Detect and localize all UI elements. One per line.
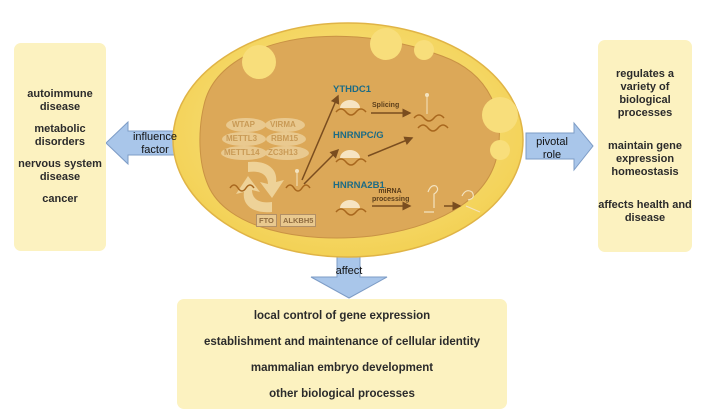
writer-mettl14: METTL14: [224, 148, 260, 157]
rna-strand: [229, 184, 255, 192]
role-item: regulates a variety of biological proces…: [615, 67, 675, 119]
effect-item: local control of gene expression: [253, 310, 431, 322]
factor-item: nervous system disease: [18, 158, 102, 183]
writer-rbm15: RBM15: [271, 134, 299, 143]
factor-item: metabolic disorders: [34, 123, 86, 148]
pivotal-role-label: pivotal role: [536, 136, 568, 161]
role-item: affects health and disease: [598, 198, 692, 224]
eraser-fto: FTO: [256, 214, 277, 227]
influence-factor-label: influence factor: [132, 131, 178, 156]
process-mirna: miRNA processing: [372, 188, 410, 203]
eraser-alkbh5: ALKBH5: [280, 214, 317, 227]
writer-mettl3: METTL3: [226, 134, 258, 143]
reader-hnrna2b1: HNRNA2B1: [333, 180, 385, 191]
pivotal-role-panel: regulates a variety of biological proces…: [598, 40, 692, 252]
path-to-ythdc1: [301, 94, 340, 181]
factor-item: cancer: [42, 193, 78, 205]
affect-label: affect: [335, 265, 363, 277]
reader-hnrnpc: HNRNPC/G: [333, 130, 384, 141]
affects-panel: local control of gene expression establi…: [177, 299, 507, 409]
right-arrow: [525, 121, 594, 172]
process-splicing: Splicing: [372, 102, 400, 109]
writer-wtap: WTAP: [232, 120, 255, 129]
reader-ythdc1: YTHDC1: [333, 84, 372, 95]
effect-item: mammalian embryo development: [250, 362, 434, 374]
effect-item: establishment and maintenance of cellula…: [203, 336, 481, 348]
eraser-cycle-icon: [236, 161, 284, 213]
effect-item: other biological processes: [269, 388, 415, 400]
path-to-hnrnpc: [303, 148, 340, 185]
role-item: maintain gene expression homeostasis: [608, 139, 682, 178]
influence-factors-panel: autoimmune disease metabolic disorders n…: [14, 43, 106, 251]
rna-strand: [285, 184, 311, 192]
factor-item: autoimmune disease: [27, 88, 93, 113]
writer-virma: VIRMA: [270, 120, 296, 129]
writer-zc3h13: ZC3H13: [268, 148, 298, 157]
